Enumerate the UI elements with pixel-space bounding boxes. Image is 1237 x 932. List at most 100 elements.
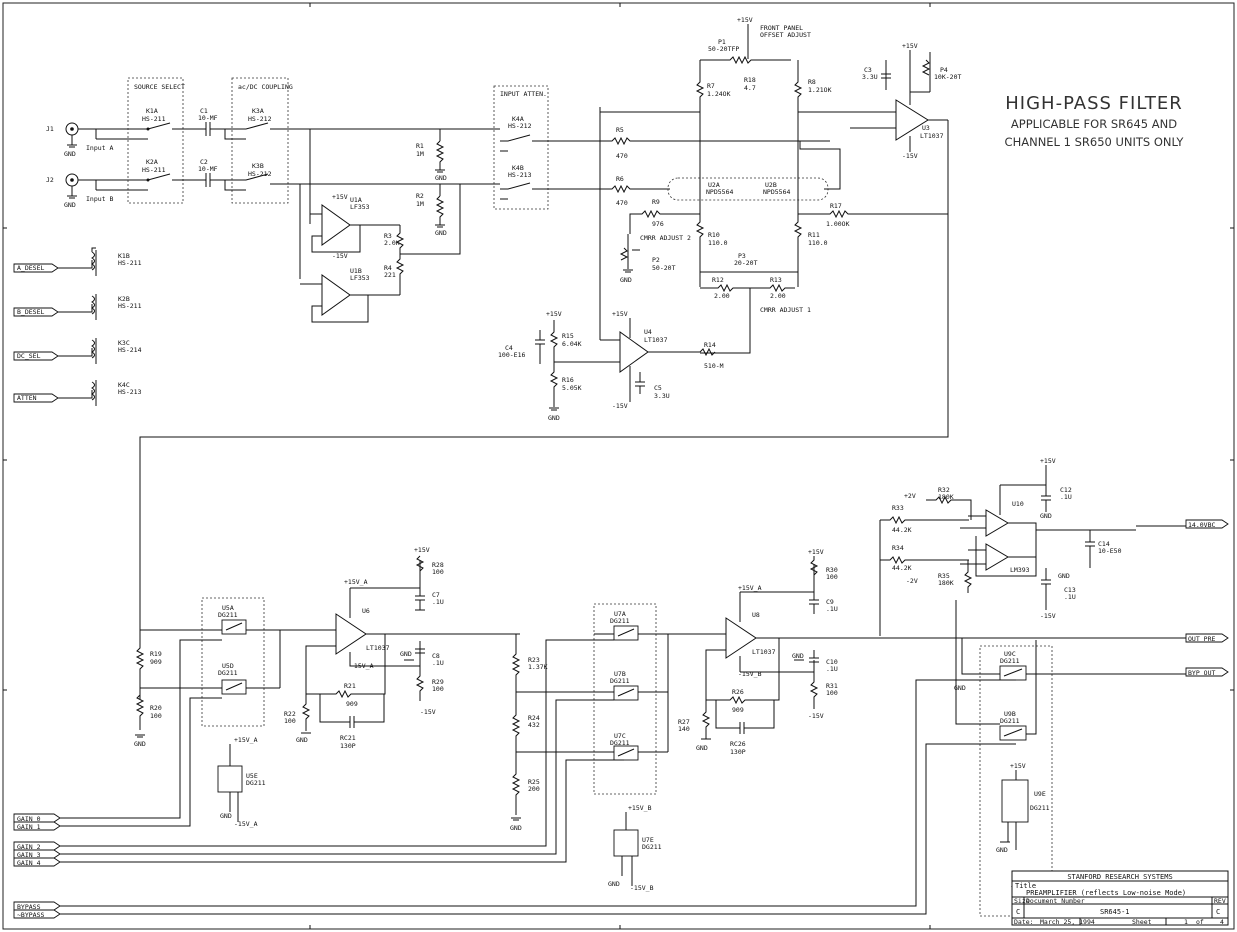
svg-text:R26: R26: [732, 688, 744, 696]
svg-text:R8: R8: [808, 78, 816, 86]
svg-text:U4: U4: [644, 328, 652, 336]
svg-text:R34: R34: [892, 544, 904, 552]
svg-text:U8: U8: [752, 611, 760, 619]
svg-text:+15V: +15V: [808, 548, 824, 556]
svg-text:C: C: [1216, 908, 1220, 916]
svg-text:R13: R13: [770, 276, 782, 284]
svg-text:~BYPASS: ~BYPASS: [17, 911, 44, 919]
svg-text:R30: R30: [826, 566, 838, 574]
svg-text:NPD5564: NPD5564: [763, 188, 790, 196]
svg-text:50-20TFP: 50-20TFP: [708, 45, 739, 53]
svg-text:.1U: .1U: [432, 598, 444, 606]
svg-text:HS-214: HS-214: [118, 346, 142, 354]
svg-text:U9C: U9C: [1004, 650, 1016, 658]
svg-text:R1: R1: [416, 142, 424, 150]
svg-text:Size: Size: [1014, 897, 1030, 905]
svg-text:K1A: K1A: [146, 107, 158, 115]
relay-coils: A_DESEL K1B HS-211 B_DESEL K2B HS-211 DC…: [13, 247, 142, 406]
signal-lines: [288, 128, 500, 279]
svg-text:DG211: DG211: [1000, 657, 1020, 665]
svg-text:U10: U10: [1012, 500, 1024, 508]
svg-text:GND: GND: [1058, 572, 1070, 580]
svg-text:R19: R19: [150, 650, 162, 658]
svg-text:GND: GND: [696, 744, 708, 752]
svg-text:-15V_B: -15V_B: [738, 670, 762, 678]
u8-feedback: R26 909 RC26 130P R27 140 GND: [678, 638, 780, 756]
svg-text:909: 909: [346, 700, 358, 708]
svg-text:U9B: U9B: [1004, 710, 1016, 718]
svg-text:.1U: .1U: [826, 605, 838, 613]
svg-text:909: 909: [732, 706, 744, 714]
svg-text:DG211: DG211: [610, 617, 630, 625]
svg-text:HS-211: HS-211: [142, 166, 166, 174]
svg-text:+15V_B: +15V_B: [628, 804, 652, 812]
opamp-u1b: U1B LF353: [300, 267, 400, 323]
svg-text:Date:: Date:: [1014, 918, 1034, 926]
resistor-r19-r20: R19 909 R20 100 GND: [134, 629, 202, 748]
svg-text:HS-212: HS-212: [248, 170, 272, 178]
svg-text:ATTEN: ATTEN: [17, 394, 37, 402]
svg-text:100-E16: 100-E16: [498, 351, 525, 359]
svg-text:1.00OK: 1.00OK: [826, 220, 850, 228]
svg-text:20-20T: 20-20T: [734, 259, 758, 267]
svg-text:.1U: .1U: [1060, 493, 1072, 501]
svg-text:GAIN_2: GAIN_2: [17, 843, 41, 851]
svg-text:DG211: DG211: [610, 739, 630, 747]
svg-text:DG211: DG211: [1030, 804, 1050, 812]
svg-text:44.2K: 44.2K: [892, 564, 912, 572]
svg-text:10K-20T: 10K-20T: [934, 73, 961, 81]
svg-text:GND: GND: [134, 740, 146, 748]
coupling-box: ac/DC COUPLING K3A HS-212 K3B HS-212: [224, 77, 293, 204]
svg-text:R11: R11: [808, 231, 820, 239]
svg-text:GND: GND: [608, 880, 620, 888]
svg-text:180K: 180K: [938, 579, 954, 587]
svg-text:-15V: -15V: [902, 152, 918, 160]
svg-text:GND: GND: [64, 201, 76, 209]
svg-text:HS-211: HS-211: [118, 259, 142, 267]
svg-text:C2: C2: [200, 158, 208, 166]
svg-text:DC_SEL: DC_SEL: [17, 352, 41, 360]
svg-text:K3B: K3B: [252, 162, 264, 170]
svg-text:R31: R31: [826, 682, 838, 690]
svg-text:U7B: U7B: [614, 670, 626, 678]
note-line-3: CHANNEL 1 SR650 UNITS ONLY: [1005, 135, 1185, 149]
svg-text:C1: C1: [200, 107, 208, 115]
svg-text:P3: P3: [738, 252, 746, 260]
svg-text:K1B: K1B: [118, 252, 130, 260]
svg-text:U5D: U5D: [222, 662, 234, 670]
svg-text:10-E50: 10-E50: [1098, 547, 1122, 555]
svg-text:100: 100: [826, 573, 838, 581]
svg-text:LM393: LM393: [1010, 566, 1030, 574]
svg-text:ac/DC COUPLING: ac/DC COUPLING: [238, 83, 293, 91]
svg-text:R7: R7: [707, 82, 715, 90]
svg-text:GND: GND: [548, 414, 560, 422]
switch-u5: U5A DG211 U5D DG211: [201, 597, 281, 727]
svg-text:510-M: 510-M: [704, 362, 724, 370]
svg-text:HS-212: HS-212: [248, 115, 272, 123]
svg-text:Input A: Input A: [86, 144, 113, 152]
svg-text:GND: GND: [792, 652, 804, 660]
svg-text:10-MF: 10-MF: [198, 114, 218, 122]
svg-text:-15V: -15V: [332, 252, 348, 260]
svg-text:1M: 1M: [416, 150, 424, 158]
note-title: HIGH-PASS FILTER: [1005, 93, 1183, 114]
svg-text:REV: REV: [1214, 897, 1226, 905]
svg-text:+15V: +15V: [1040, 457, 1056, 465]
svg-text:GND: GND: [954, 684, 966, 692]
company-name: STANFORD RESEARCH SYSTEMS: [1067, 873, 1172, 881]
svg-text:100: 100: [432, 685, 444, 693]
svg-text:Document Number: Document Number: [1026, 897, 1085, 905]
svg-text:+15V: +15V: [902, 42, 918, 50]
svg-text:R10: R10: [708, 231, 720, 239]
svg-text:GND: GND: [400, 650, 412, 658]
svg-text:K3A: K3A: [252, 107, 264, 115]
svg-text:U2B: U2B: [765, 181, 777, 189]
svg-text:LT1037: LT1037: [752, 648, 776, 656]
svg-text:.1U: .1U: [1064, 593, 1076, 601]
svg-text:K4A: K4A: [512, 115, 524, 123]
svg-text:GND: GND: [435, 174, 447, 182]
svg-text:C3: C3: [864, 66, 872, 74]
svg-text:R4: R4: [384, 264, 392, 272]
svg-text:R28: R28: [432, 561, 444, 569]
svg-text:R15: R15: [562, 332, 574, 340]
